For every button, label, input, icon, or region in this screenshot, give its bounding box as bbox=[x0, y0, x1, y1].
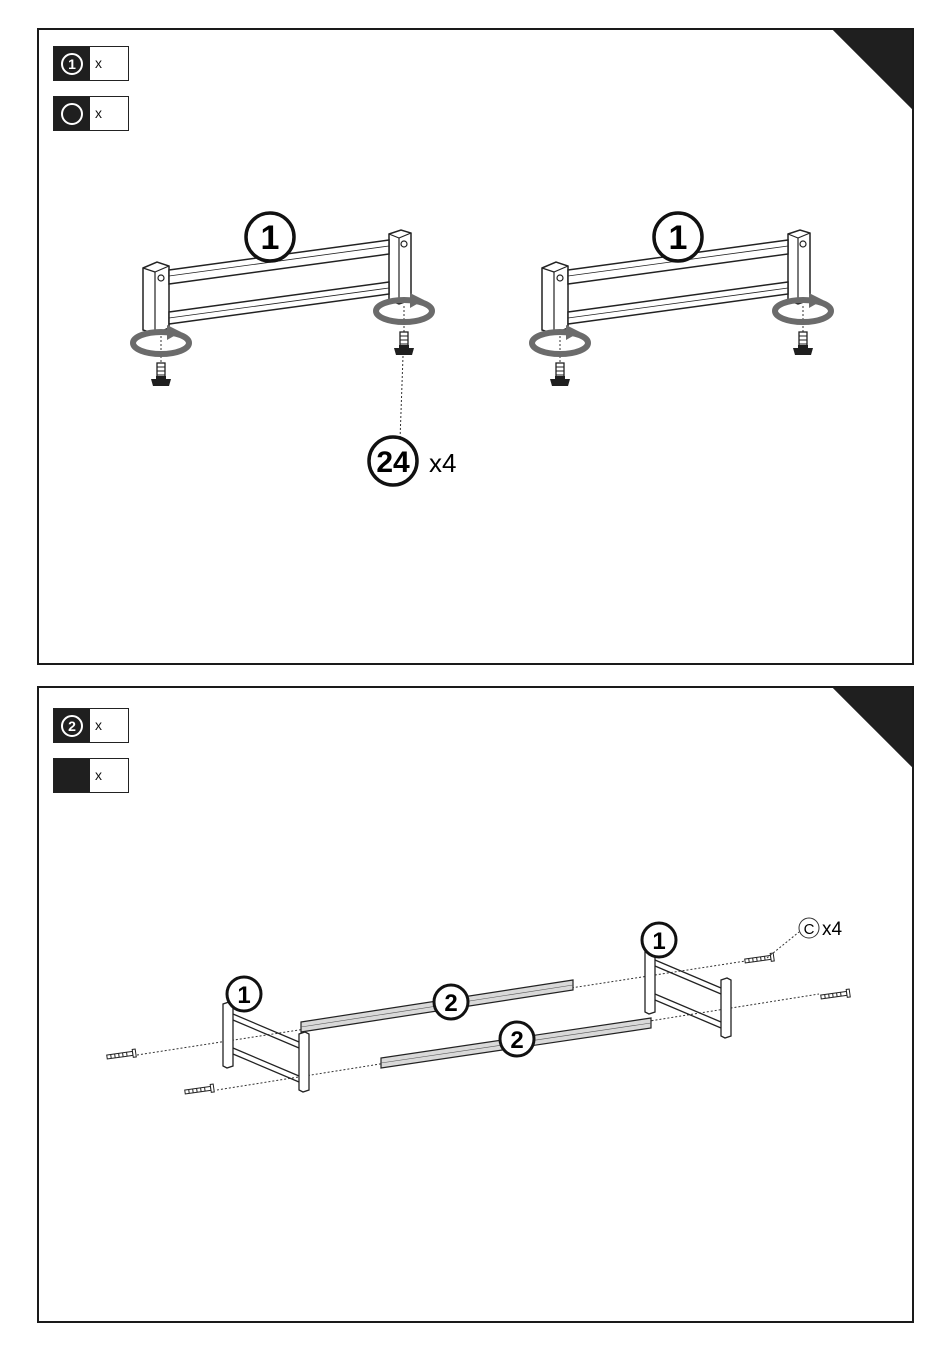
part-1-label-right: 1 bbox=[654, 213, 702, 261]
svg-text:1: 1 bbox=[237, 982, 250, 1009]
screw-right-lower bbox=[820, 989, 850, 1001]
assembly-step-1-panel: 1 x x bbox=[37, 28, 914, 665]
end-frame-right bbox=[645, 948, 731, 1038]
step-2-drawing: 1 1 2 2 bbox=[39, 688, 914, 1323]
callout-leader bbox=[400, 356, 403, 440]
part-1-label-left: 1 bbox=[227, 977, 261, 1011]
svg-text:1: 1 bbox=[261, 219, 280, 257]
svg-text:2: 2 bbox=[444, 990, 457, 1017]
svg-text:24: 24 bbox=[376, 446, 410, 479]
hardware-24-callout: 24 x4 bbox=[369, 437, 456, 485]
screw-left-upper bbox=[106, 1049, 136, 1061]
screw-right-upper bbox=[744, 953, 774, 965]
svg-text:2: 2 bbox=[510, 1027, 523, 1054]
part-1-label-left: 1 bbox=[246, 213, 294, 261]
end-frame-left bbox=[223, 1002, 309, 1092]
svg-text:x4: x4 bbox=[822, 919, 843, 940]
assembly-step-2-panel: 2 x x bbox=[37, 686, 914, 1323]
step-1-drawing: 1 1 24 x4 bbox=[39, 30, 914, 665]
part-2-label-top: 2 bbox=[434, 985, 468, 1019]
svg-text:1: 1 bbox=[669, 219, 688, 257]
screw-left-lower bbox=[184, 1084, 214, 1096]
svg-text:1: 1 bbox=[652, 928, 665, 955]
svg-text:x4: x4 bbox=[429, 448, 456, 478]
part-1-label-right: 1 bbox=[642, 923, 676, 957]
screw-c-callout: C x4 bbox=[799, 918, 843, 940]
svg-text:C: C bbox=[804, 921, 815, 938]
part-2-label-bottom: 2 bbox=[500, 1022, 534, 1056]
